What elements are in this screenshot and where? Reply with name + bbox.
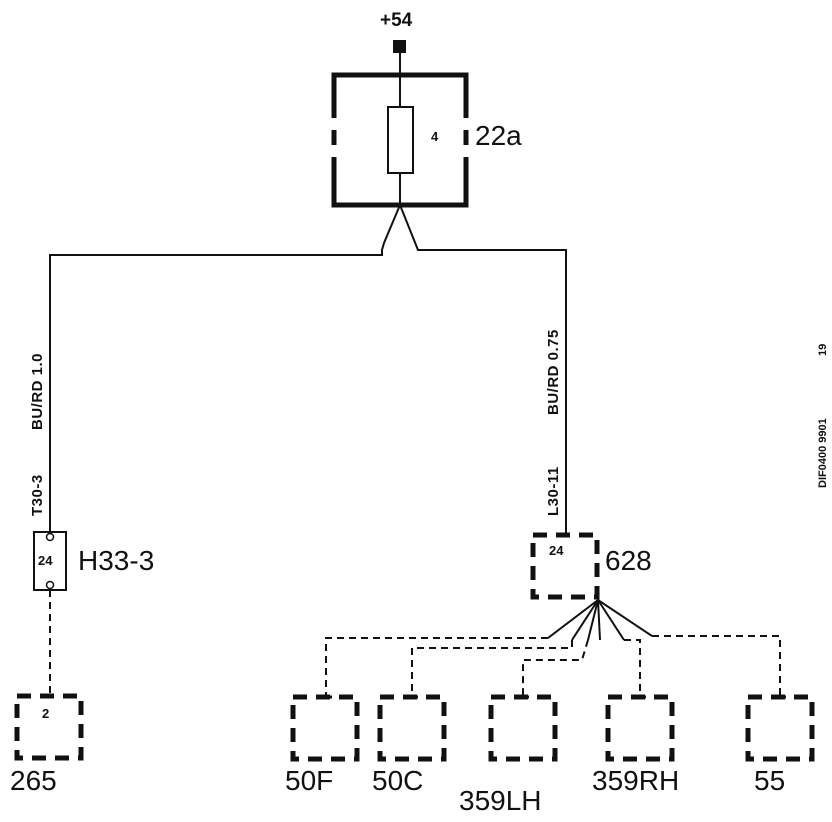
component-359lh: 359LH [459, 694, 558, 816]
distribution-wires [325, 635, 781, 696]
component-55-id: 55 [754, 765, 785, 796]
fanout-wires [547, 599, 653, 641]
component-50c-id: 50C [372, 765, 423, 796]
left-wire-terminal: T30-3 [29, 474, 46, 516]
component-359rh-id: 359RH [592, 765, 679, 796]
branch-wires [49, 204, 567, 535]
connector-628-pin: 24 [549, 543, 564, 558]
component-50f-outline [290, 694, 360, 762]
right-wire-terminal: L30-11 [545, 466, 562, 516]
left-wire-label: BU/RD 1.0 [29, 353, 46, 430]
connector-628-id: 628 [605, 545, 652, 576]
component-50c-outline [377, 694, 447, 762]
component-55: 55 [745, 694, 815, 796]
component-50c: 50C [372, 694, 447, 796]
connector-h33-3-id: H33-3 [78, 545, 154, 576]
component-50f: 50F [285, 694, 360, 796]
component-50f-id: 50F [285, 765, 333, 796]
component-265: 2 265 [10, 693, 84, 796]
ref-sheet: 19 [817, 344, 829, 356]
component-265-outline [14, 693, 84, 761]
fuse-number: 4 [431, 129, 439, 144]
component-55-outline [745, 694, 815, 762]
component-359rh: 359RH [592, 694, 679, 796]
connector-628-outline [530, 532, 600, 600]
connector-h33-3-body [33, 531, 67, 591]
component-359rh-outline [605, 694, 675, 762]
connector-628: 24 628 [530, 532, 652, 600]
right-wire-label: BU/RD 0.75 [545, 329, 562, 415]
ref-code: DIF0400 9901 [817, 418, 829, 488]
supply-label: +54 [380, 10, 413, 31]
fuse-box-id: 22a [475, 120, 522, 151]
fuse-element [387, 106, 414, 174]
supply-terminal: +54 [380, 10, 413, 53]
connector-h33-3-pin: 24 [38, 553, 53, 568]
fuse-box-22a: 4 22a [330, 72, 522, 208]
component-265-id: 265 [10, 765, 57, 796]
component-359lh-id: 359LH [459, 785, 542, 816]
connector-h33-3: 24 H33-3 [33, 531, 154, 591]
component-359lh-outline [488, 694, 558, 762]
component-265-pin: 2 [42, 706, 49, 721]
